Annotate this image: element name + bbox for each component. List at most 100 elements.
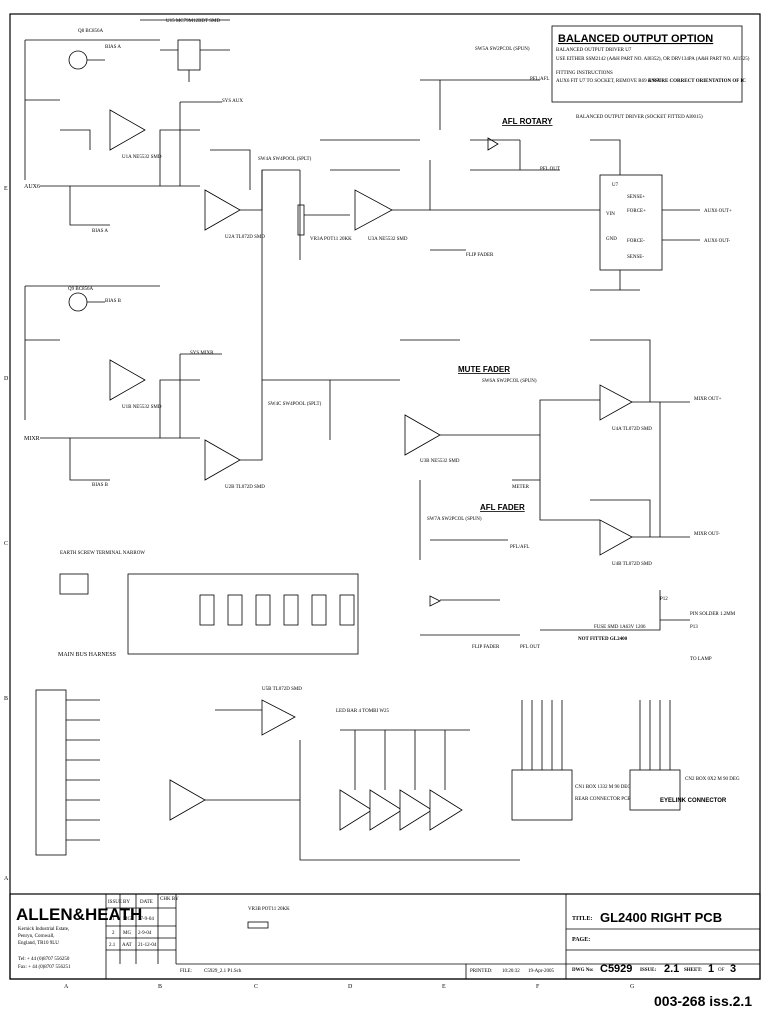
u3a-opamp (354, 189, 393, 231)
pfl-afl-mid-label: PFL/AFL (510, 545, 529, 550)
bias-b-label: BIAS B (92, 483, 109, 488)
issue-label: ISSUE: (640, 968, 656, 973)
grid-row-e: E (4, 186, 8, 192)
grid-col-c: C (254, 984, 258, 990)
rev-header-chk: CHK BY (160, 897, 179, 902)
grid-col-b: B (158, 984, 162, 990)
f1-label: FUSE SMD 1A63V 1206 (594, 625, 646, 630)
balanced-option-line-2: USE EITHER SSM2142 (A&H PART NO. AI0352)… (556, 57, 750, 62)
u2a-opamp (204, 189, 241, 231)
rear-connector-label: REAR CONNECTOR PCB (575, 797, 631, 802)
balanced-output-option-box: BALANCED OUTPUT OPTION BALANCED OUTPUT D… (551, 25, 750, 103)
mixr-input-label: MIXR (24, 436, 40, 442)
rev-3-by: AAT (122, 943, 132, 948)
vr3b-pot (247, 921, 269, 929)
page-label: PAGE: (572, 937, 590, 943)
sw4a-label: SW4A SW4POOL (SPLT) (258, 157, 312, 162)
title-block: ALLEN&HEATH Kernick Industrial Estate, P… (9, 893, 761, 980)
sys-aux-label: SYS AUX (222, 99, 243, 104)
drawing-title: GL2400 RIGHT PCB (600, 910, 722, 925)
sw5a-label: SW5A SW2PCOL (SPUN) (475, 47, 530, 52)
pfl-out-top-label: PFL OUT (540, 167, 560, 172)
grid-col-e: E (442, 984, 446, 990)
bias-b-top-label: BIAS B (105, 299, 122, 304)
grid-row-b: B (4, 696, 8, 702)
rev-3-issue: 2.1 (109, 943, 116, 948)
u7-pin-gnd: GND (606, 237, 617, 242)
rev-2-issue: 2 (112, 931, 115, 936)
grid-col-a: A (64, 984, 69, 990)
vr3a-pot (297, 204, 305, 236)
pfl-out-bottom-label: PFL OUT (520, 645, 540, 650)
u15-label: U15 MC79M12BDT SMD (166, 19, 220, 24)
power-decoupling-row: EARTH SCREW TERMINAL NARROW MAIN BUS HAR… (58, 551, 359, 658)
cn2-label: CN2 BOX 0X2 M 90 DEG (685, 777, 740, 782)
u2a-label: U2A TL072D SMD (225, 235, 265, 240)
flip-fader-top-label: FLIP FADER (466, 253, 494, 258)
address-line-3: England, TR10 9LU (18, 941, 59, 946)
balanced-option-line-4: AUX6 FIT U7 TO SOCKET, REMOVE R69 & R70 (556, 79, 662, 84)
company-logo: ALLEN&HEATH (16, 905, 142, 924)
regulator-section: U15 MC79M12BDT SMD (140, 19, 230, 82)
rev-1-date: 27-9-04 (138, 917, 154, 922)
sw4c-label: SW4C SW4POOL (SPLT) (268, 402, 322, 407)
u7-pin-sense-pos: SENSE+ (627, 195, 645, 200)
afl-fader-section: AFL FADER SW7A SW2PCOL (SPUN) PFL/AFL FL… (419, 480, 736, 662)
p12-label: P12 (660, 597, 668, 602)
to-lamp-label: TO LAMP (690, 657, 712, 662)
mixr-out-neg-label: MIXR OUT- (694, 532, 720, 537)
rev-2-date: 2-9-04 (138, 931, 152, 936)
sheet-of-label: OF (718, 968, 725, 973)
bias-a-label: BIAS A (92, 229, 108, 234)
main-bus-label: MAIN BUS HARNESS (58, 652, 116, 658)
title-label: TITLE: (572, 916, 592, 922)
u1a-label: U1A NE5532 SMD (122, 155, 162, 160)
u7-pin-sense-neg: SENSE- (627, 255, 644, 260)
u7-pin-vin: VIN (606, 212, 615, 217)
q9-label: Q9 BC856A (68, 287, 94, 292)
aux-input-label: AUX6 (24, 184, 40, 190)
pfl-afl-top-label: PFL/AFL (530, 77, 549, 82)
grid-row-letters: E D C B A (4, 186, 9, 882)
u5a-opamp (169, 779, 206, 821)
led-d5-icon (429, 595, 441, 607)
u4a-opamp (599, 384, 633, 421)
grid-col-f: F (536, 984, 540, 990)
sheet-label: SHEET: (684, 968, 702, 973)
earth-screw-label: EARTH SCREW TERMINAL NARROW (60, 551, 145, 556)
pin-solder-label: PIN SOLDER 1.2MM (690, 612, 736, 617)
sw7a-label: SW7A SW2PCOL (SPUN) (427, 517, 482, 522)
earth-screw-terminal (59, 573, 89, 595)
mute-fader-label: MUTE FADER (458, 365, 510, 374)
file-label: FILE: (180, 969, 192, 974)
vr3b-label: VR3B POT11 20KK (248, 907, 290, 912)
u4b-label: U4B TL072D SMD (612, 562, 652, 567)
u7-label: U7 (612, 183, 619, 188)
balanced-driver-label: BALANCED OUTPUT DRIVER (SOCKET FITTED AI… (576, 115, 703, 120)
sheet-total: 3 (730, 963, 736, 975)
grid-column-letters: A B C D E F G (64, 984, 635, 990)
address-line-1: Kernick Industrial Estate, (18, 927, 69, 932)
u1b-opamp (109, 359, 146, 401)
u5b-opamp (261, 699, 296, 736)
grid-row-c: C (4, 541, 8, 547)
u5b-label: U5B TL072D SMD (262, 687, 302, 692)
meter-section: U5B TL072D SMD LED BAR 4 TOMBI W25 (169, 687, 520, 861)
u7-chip (599, 174, 663, 271)
document-number: 003-268 iss.2.1 (654, 993, 752, 1009)
grid-row-d: D (4, 376, 9, 382)
vr3a-label: VR3A POT11 20KK (310, 237, 352, 242)
grid-row-a: A (4, 876, 9, 882)
rev-header-by: BY (123, 900, 130, 905)
cn1-label: CN1 BOX 1332 M 90 DEG (575, 785, 631, 790)
grid-col-g: G (630, 984, 635, 990)
rev-3-date: 21-12-04 (138, 943, 157, 948)
u3a-label: U3A NE5532 SMD (368, 237, 408, 242)
sys-mixr-label: SYS MIXR (190, 351, 214, 356)
aux-channel: AUX6 U1A NE5532 SMD BIAS A U2A TL072D SM… (24, 99, 600, 260)
balanced-option-line-3: FITTING INSTRUCTIONS (556, 71, 613, 76)
printed-label: PRINTED: (470, 969, 493, 974)
u1a-opamp (109, 109, 146, 151)
rev-header-issue: ISSUE (108, 900, 122, 905)
